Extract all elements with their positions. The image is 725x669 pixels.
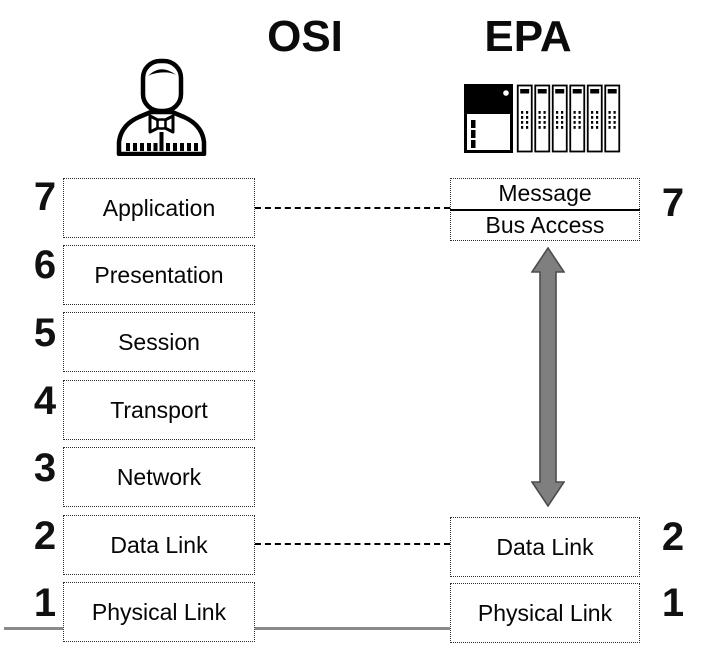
osi-box-network: Network <box>63 447 255 507</box>
osi-column-title: OSI <box>267 12 343 61</box>
connector-datalink-to-datalink <box>255 543 450 545</box>
osi-layer-number-7: 7 <box>33 175 57 219</box>
osi-layer-number-3: 3 <box>33 446 57 490</box>
person-icon <box>116 58 207 156</box>
epa-layer-number-1: 1 <box>661 581 685 625</box>
epa-box-data-link: Data Link <box>450 517 640 577</box>
osi-layer-number-6: 6 <box>33 243 57 287</box>
osi-layer-number-5: 5 <box>33 311 57 355</box>
osi-box-session: Session <box>63 312 255 372</box>
osi-box-application: Application <box>63 178 255 238</box>
osi-layer-number-2: 2 <box>33 514 57 558</box>
osi-box-physical-link: Physical Link <box>63 582 255 642</box>
epa-box-message-bus-access: Message Bus Access <box>450 178 640 241</box>
epa-box-physical-link: Physical Link <box>450 583 640 643</box>
osi-box-transport: Transport <box>63 380 255 440</box>
osi-box-data-link: Data Link <box>63 515 255 575</box>
osi-layer-number-4: 4 <box>33 379 57 423</box>
epa-message-row: Message <box>498 180 592 207</box>
connector-application-to-message <box>255 207 450 209</box>
message-bus-divider <box>450 208 640 211</box>
epa-layer-number-7: 7 <box>661 181 685 225</box>
epa-layer-number-2: 2 <box>661 515 685 559</box>
epa-column-title: EPA <box>484 12 572 61</box>
plc-rack-icon <box>464 84 621 153</box>
epa-bus-access-row: Bus Access <box>485 211 605 238</box>
osi-box-presentation: Presentation <box>63 245 255 305</box>
double-headed-arrow-icon <box>531 247 565 507</box>
osi-layer-number-1: 1 <box>33 581 57 625</box>
